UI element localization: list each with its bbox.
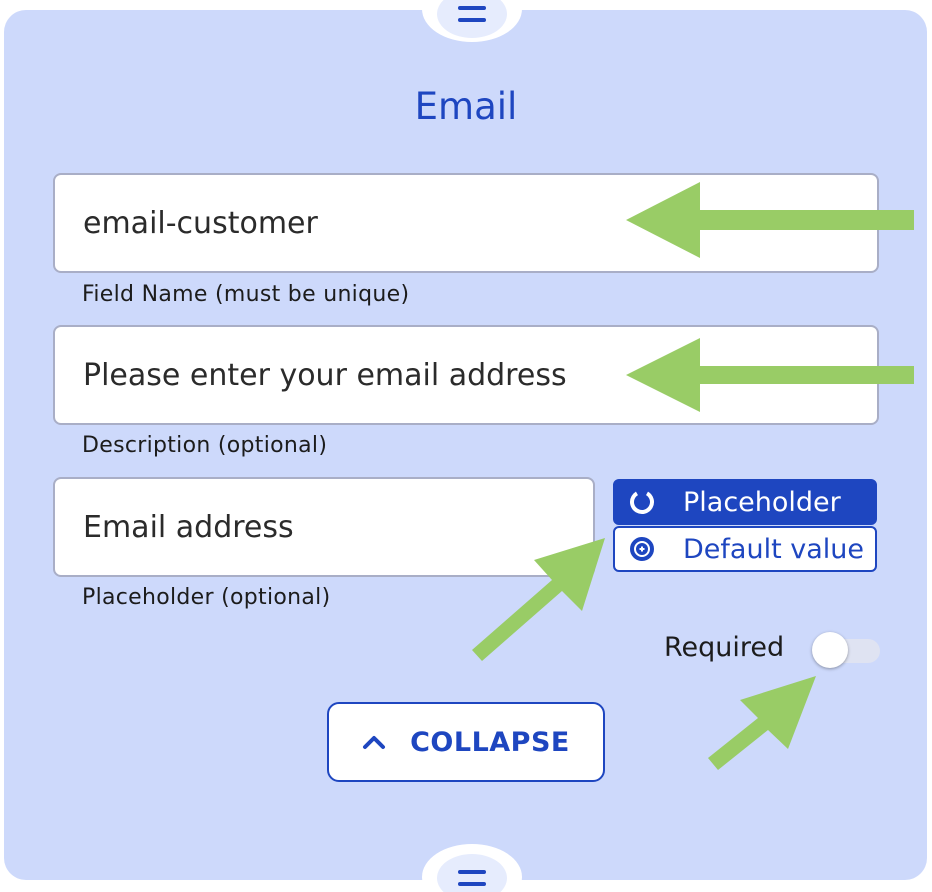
placeholder-option-button[interactable]: Placeholder	[613, 479, 877, 525]
arrow-to-mode-options	[472, 538, 605, 661]
description-input[interactable]: Please enter your email address	[53, 325, 879, 425]
placeholder-hint: Placeholder (optional)	[82, 585, 331, 610]
required-toggle[interactable]	[812, 632, 880, 668]
collapse-button[interactable]: COLLAPSE	[327, 702, 605, 782]
default-value-option-label: Default value	[683, 533, 864, 565]
arrow-to-description	[626, 338, 914, 412]
placeholder-option-label: Placeholder	[683, 486, 841, 518]
collapse-button-label: COLLAPSE	[410, 726, 570, 758]
arrow-to-required-toggle	[708, 676, 816, 770]
plus-circle-icon	[625, 532, 659, 566]
field-name-input[interactable]: email-customer	[53, 173, 879, 273]
circle-progress-icon	[625, 485, 659, 519]
required-label: Required	[664, 632, 785, 663]
required-toggle-knob	[812, 632, 848, 668]
bottom-drag-handle[interactable]	[422, 844, 522, 892]
drag-handle-icon	[458, 870, 486, 886]
placeholder-input[interactable]: Email address	[53, 477, 595, 577]
drag-handle-icon	[458, 6, 486, 22]
chevron-up-icon	[363, 736, 386, 749]
card-title: Email	[414, 85, 518, 128]
arrow-to-field-name	[626, 182, 914, 258]
default-value-option-button[interactable]: Default value	[613, 526, 877, 572]
description-hint: Description (optional)	[82, 433, 328, 458]
field-name-hint: Field Name (must be unique)	[82, 282, 410, 307]
